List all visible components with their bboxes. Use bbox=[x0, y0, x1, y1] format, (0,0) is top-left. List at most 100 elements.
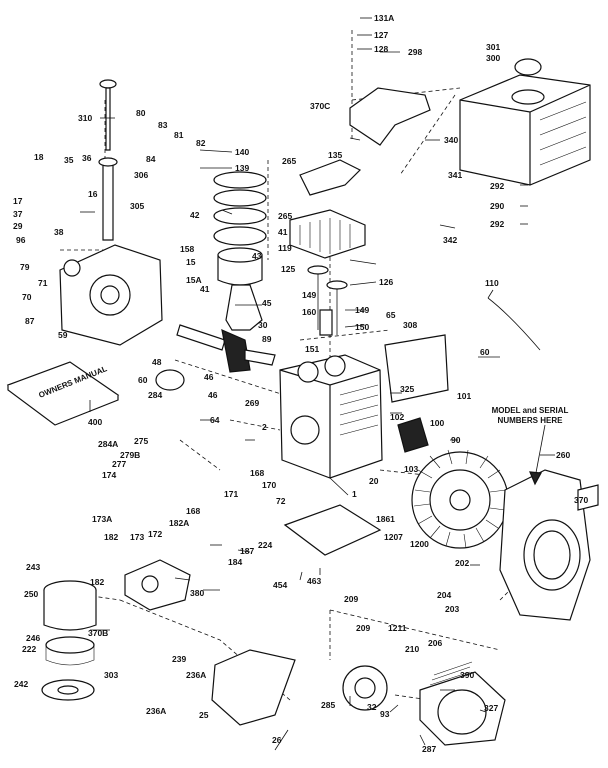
callout-leaders bbox=[80, 17, 555, 751]
callout-label: 119 bbox=[278, 243, 292, 253]
callout-label: 390 bbox=[460, 670, 474, 680]
callout-label: 236A bbox=[186, 670, 206, 680]
callout-label: 1211 bbox=[388, 623, 407, 633]
base-plate bbox=[283, 504, 382, 556]
callout-label: 1200 bbox=[410, 539, 429, 549]
callout-label: 306 bbox=[134, 170, 148, 180]
callout-label: 287 bbox=[422, 744, 436, 754]
callout-label: 126 bbox=[379, 277, 393, 287]
callout-label: 327 bbox=[484, 703, 498, 713]
callout-label: 65 bbox=[386, 310, 396, 320]
callout-label: 325 bbox=[400, 384, 414, 394]
callout-label: 292 bbox=[490, 181, 504, 191]
callout-label: 265 bbox=[278, 211, 292, 221]
callout-label: 275 bbox=[134, 436, 148, 446]
callout-label: 46 bbox=[208, 390, 218, 400]
muffler bbox=[384, 334, 449, 403]
callout-label: 60 bbox=[138, 375, 148, 385]
callout-label: 15 bbox=[186, 257, 196, 267]
callout-label: 370B bbox=[88, 628, 108, 638]
callout-label: 168 bbox=[250, 468, 264, 478]
callout-label: 173A bbox=[92, 514, 112, 524]
callout-label: 210 bbox=[405, 644, 419, 654]
callout-label: 18 bbox=[34, 152, 44, 162]
callout-label: 303 bbox=[104, 670, 118, 680]
callout-label: 209 bbox=[356, 623, 370, 633]
blower-housing bbox=[499, 469, 599, 621]
model-serial-note: MODEL and SERIAL NUMBERS HERE bbox=[492, 406, 569, 425]
callout-label: 203 bbox=[445, 604, 459, 614]
callout-label: 128 bbox=[374, 44, 388, 54]
callout-label: 300 bbox=[486, 53, 500, 63]
callout-label: 127 bbox=[374, 30, 388, 40]
callout-label: 204 bbox=[437, 590, 451, 600]
callout-label: 89 bbox=[262, 334, 272, 344]
callout-label: 32 bbox=[367, 702, 377, 712]
callout-label: 41 bbox=[278, 227, 288, 237]
valves bbox=[307, 265, 348, 336]
callout-label: 79 bbox=[20, 262, 30, 272]
callout-label: 151 bbox=[305, 344, 319, 354]
callout-label: 454 bbox=[273, 580, 287, 590]
callout-label: 30 bbox=[258, 320, 268, 330]
callout-label: 2 bbox=[262, 422, 267, 432]
callout-label: 93 bbox=[380, 709, 390, 719]
callout-label: 131A bbox=[374, 13, 394, 23]
callout-label: 87 bbox=[25, 316, 35, 326]
carburetor bbox=[124, 559, 191, 611]
callout-label: 236A bbox=[146, 706, 166, 716]
callout-label: 15A bbox=[186, 275, 202, 285]
callout-label: 41 bbox=[200, 284, 210, 294]
callout-label: 292 bbox=[490, 219, 504, 229]
ignition-module bbox=[397, 417, 429, 453]
callout-label: 81 bbox=[174, 130, 184, 140]
serial-note-line2: NUMBERS HERE bbox=[498, 416, 564, 425]
callout-label: 370 bbox=[574, 495, 588, 505]
callout-label: 170 bbox=[262, 480, 276, 490]
callout-label: 182A bbox=[169, 518, 189, 528]
engine-block bbox=[279, 354, 383, 479]
callout-label: 101 bbox=[457, 391, 471, 401]
callout-label: 36 bbox=[82, 153, 92, 163]
callout-label: 139 bbox=[235, 163, 249, 173]
callout-label: 38 bbox=[54, 227, 64, 237]
air-deflector bbox=[299, 159, 362, 196]
cylinder-head bbox=[289, 209, 366, 259]
callout-label: 43 bbox=[252, 251, 262, 261]
callout-label: 17 bbox=[13, 196, 23, 206]
callout-label: 340 bbox=[444, 135, 458, 145]
callout-label: 1207 bbox=[384, 532, 403, 542]
callout-label: 96 bbox=[16, 235, 26, 245]
crankshaft bbox=[176, 324, 276, 373]
parts-drawings: OWNERS MANUAL bbox=[6, 58, 599, 746]
crankcase-cover bbox=[59, 244, 163, 346]
owners-manual: OWNERS MANUAL bbox=[6, 361, 120, 426]
callout-label: 341 bbox=[448, 170, 462, 180]
callout-label: 71 bbox=[38, 278, 48, 288]
callout-label: 64 bbox=[210, 415, 220, 425]
callout-label: 370C bbox=[310, 101, 330, 111]
callout-label: 184 bbox=[228, 557, 242, 567]
callout-label: 380 bbox=[190, 588, 204, 598]
callout-label: 90 bbox=[451, 435, 461, 445]
callout-label: 110 bbox=[485, 278, 499, 288]
callout-label: 103 bbox=[404, 464, 418, 474]
callout-label: 284 bbox=[148, 390, 162, 400]
callout-label: 308 bbox=[403, 320, 417, 330]
serial-arrow bbox=[534, 424, 546, 479]
callout-label: 224 bbox=[258, 540, 272, 550]
serial-arrowhead bbox=[529, 471, 542, 486]
callout-label: 187 bbox=[240, 546, 254, 556]
serial-note-line1: MODEL and SERIAL bbox=[492, 406, 569, 415]
callout-label: 20 bbox=[369, 476, 379, 486]
callout-label: 59 bbox=[58, 330, 68, 340]
callout-label: 60 bbox=[480, 347, 490, 357]
callout-label: 463 bbox=[307, 576, 321, 586]
callout-label: 242 bbox=[14, 679, 28, 689]
callout-label: 301 bbox=[486, 42, 500, 52]
tank-bracket bbox=[349, 87, 431, 146]
callout-label: 45 bbox=[262, 298, 272, 308]
callout-label: 83 bbox=[158, 120, 168, 130]
callout-label: 265 bbox=[282, 156, 296, 166]
